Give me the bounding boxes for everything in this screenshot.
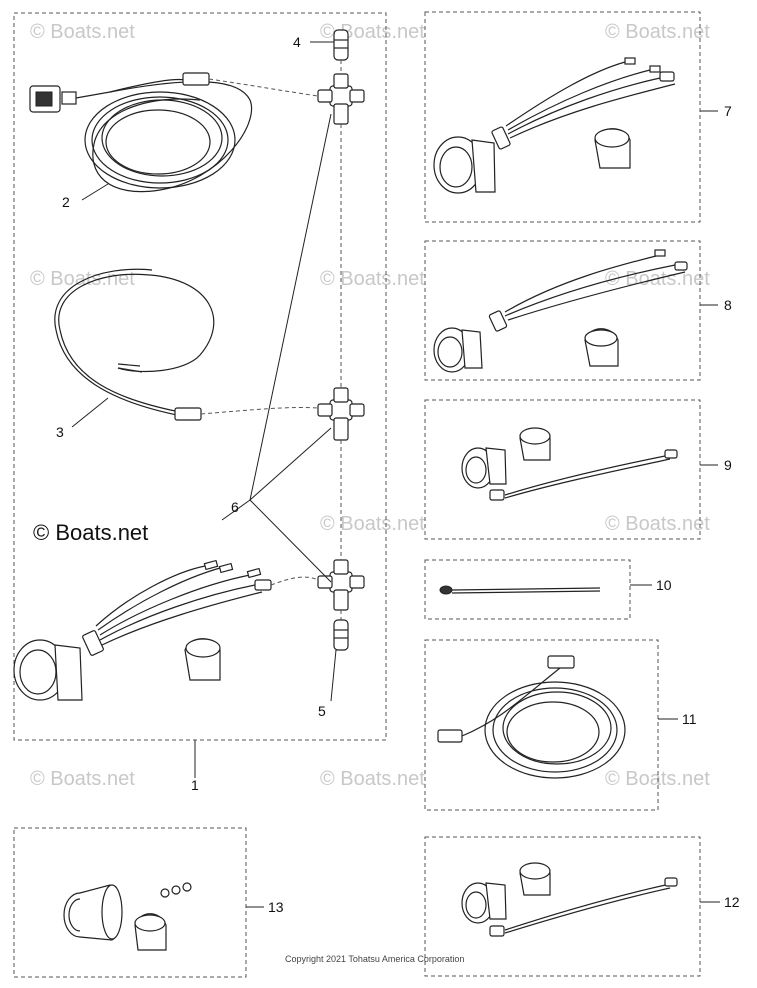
connection-path: [200, 406, 319, 415]
group-box-12: [424, 836, 701, 977]
cable-connector: [174, 407, 202, 421]
bare-wire-end: [117, 363, 143, 373]
callout-3: 3: [56, 424, 64, 440]
part-10-sensor: [439, 585, 601, 595]
part-11-extension-cable: [437, 655, 626, 779]
part-4-terminator: [333, 29, 349, 74]
callout-7: 7: [724, 103, 732, 119]
callouts: 2 3 4 5 6 1 7 8 9 10 11 12 13: [56, 34, 740, 915]
group-box-10: [424, 559, 631, 620]
watermark: © Boats.net: [320, 768, 425, 790]
watermark: © Boats.net: [605, 513, 710, 535]
gauge-housing: [54, 644, 83, 701]
group-box-7: [424, 11, 701, 223]
part-9-gauge-kit: [461, 427, 678, 501]
cable-coil: [84, 91, 236, 189]
cable-loop: [58, 273, 215, 413]
callout-13: 13: [268, 899, 284, 915]
watermark-main: © Boats.net: [33, 520, 148, 545]
connector-boot: [61, 91, 77, 105]
tee-connector: [317, 387, 365, 441]
cable-connector: [182, 72, 210, 86]
gauge-face: [19, 649, 57, 695]
copyright-text: Copyright 2021 Tohatsu America Corporati…: [285, 954, 464, 964]
connection-path: [208, 78, 319, 97]
part-7-gauge-kit: [433, 57, 676, 194]
part-13-gauge: [63, 882, 192, 951]
tee-connectors: [317, 73, 365, 611]
group-box-11: [424, 639, 659, 811]
group-box-8: [424, 240, 701, 381]
callout-6: 6: [231, 499, 239, 515]
part-2-extension-cable: [29, 72, 319, 193]
callout-8: 8: [724, 297, 732, 313]
watermark: © Boats.net: [30, 768, 135, 790]
harness-wire: [99, 574, 251, 636]
cable-lead: [109, 78, 186, 93]
watermark: © Boats.net: [30, 21, 135, 43]
connector-socket: [35, 91, 53, 107]
group-box-13: [13, 827, 247, 978]
tee-connector: [317, 559, 365, 611]
callout-5: 5: [318, 703, 326, 719]
watermark: © Boats.net: [320, 268, 425, 290]
part-8-gauge-kit: [433, 249, 688, 373]
cable-loop: [54, 268, 183, 417]
gauge-kit-group-1: [13, 559, 319, 701]
watermark: © Boats.net: [320, 513, 425, 535]
leader-lines: [71, 41, 720, 908]
tee-connector: [317, 73, 365, 125]
callout-11: 11: [682, 711, 697, 727]
watermark-layer: © Boats.net © Boats.net © Boats.net © Bo…: [30, 21, 710, 790]
watermark: © Boats.net: [30, 268, 135, 290]
group-boxes: [13, 11, 701, 978]
callout-1: 1: [191, 777, 199, 793]
part-12-gauge-kit: [461, 862, 678, 937]
group-box-1: [13, 12, 387, 741]
group-box-9: [424, 399, 701, 540]
cable-coil: [105, 109, 211, 175]
cable-coil: [101, 99, 223, 177]
callout-12: 12: [724, 894, 740, 910]
gauge-plug: [82, 630, 104, 656]
part-5-terminator: [333, 610, 349, 651]
callout-10: 10: [656, 577, 672, 593]
part-3-drop-cable: [54, 268, 319, 421]
callout-4: 4: [293, 34, 301, 50]
cable-coil: [91, 96, 229, 184]
watermark: © Boats.net: [605, 21, 710, 43]
callout-9: 9: [724, 457, 732, 473]
callout-2: 2: [62, 194, 70, 210]
